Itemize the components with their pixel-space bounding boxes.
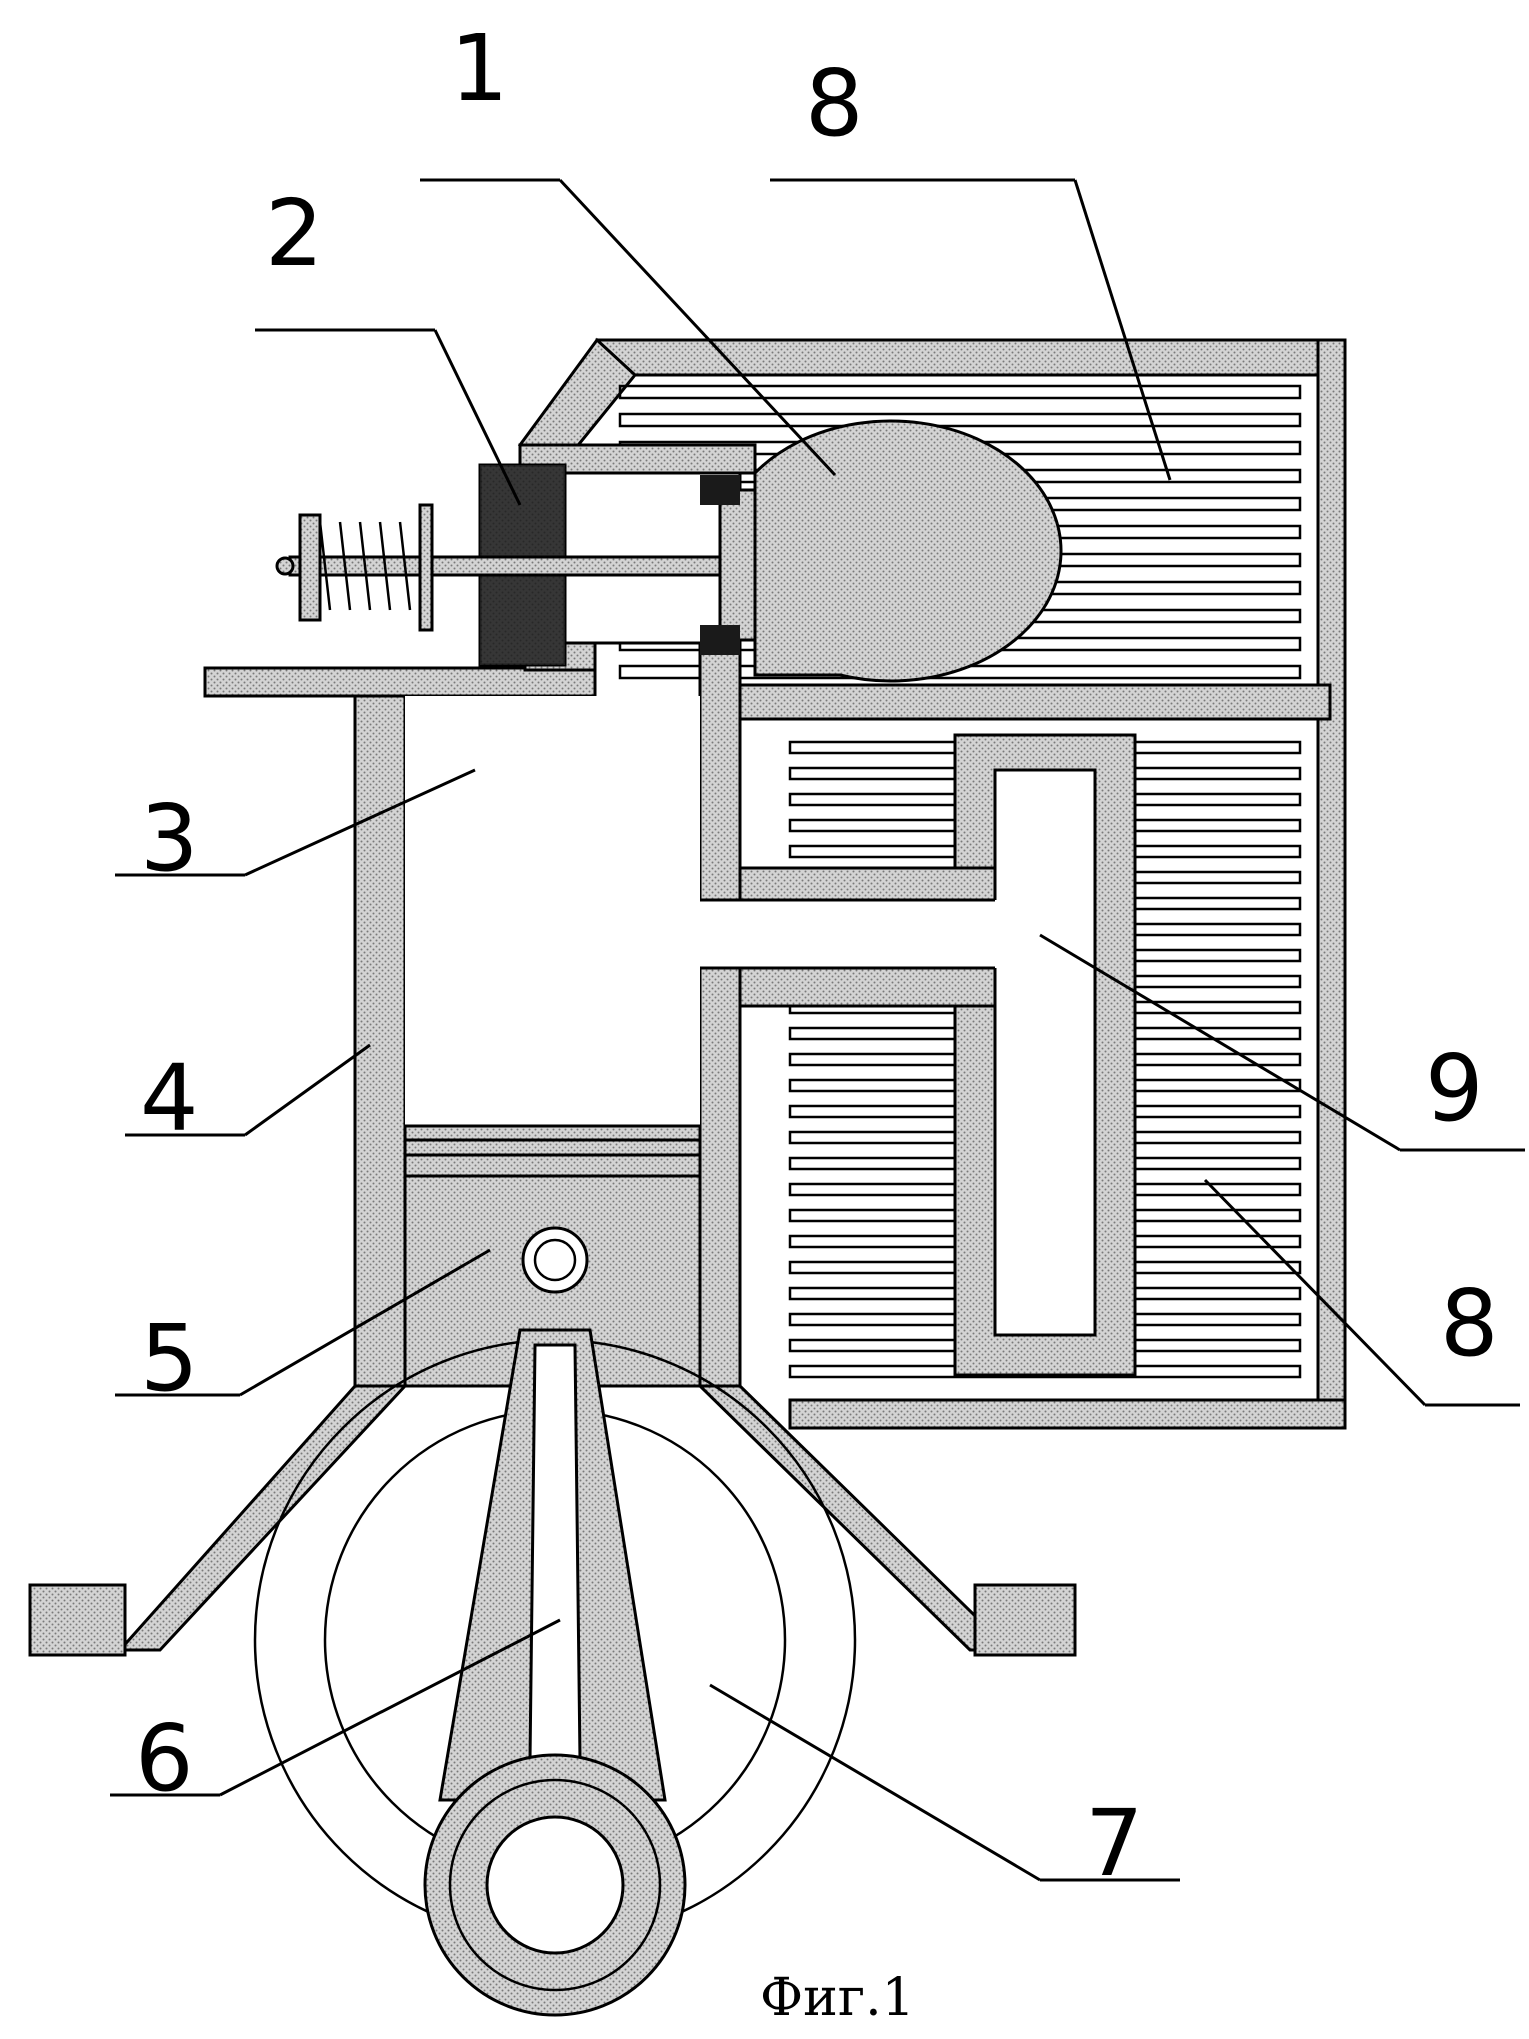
label-9: 9 [1425, 1035, 1484, 1142]
label-7: 7 [1085, 1790, 1144, 1897]
label-4: 4 [140, 1045, 199, 1152]
label-8-top: 8 [805, 50, 864, 157]
label-8-bottom: 8 [1440, 1270, 1499, 1377]
label-5: 5 [140, 1305, 199, 1412]
label-1: 1 [450, 15, 509, 122]
label-2: 2 [265, 180, 324, 287]
connecting-rod-6 [425, 1330, 685, 2015]
figure-caption: Фиг.1 [760, 1968, 915, 2028]
combustion-chamber-1 [755, 421, 1061, 681]
label-6: 6 [135, 1705, 194, 1812]
label-3: 3 [140, 785, 199, 892]
